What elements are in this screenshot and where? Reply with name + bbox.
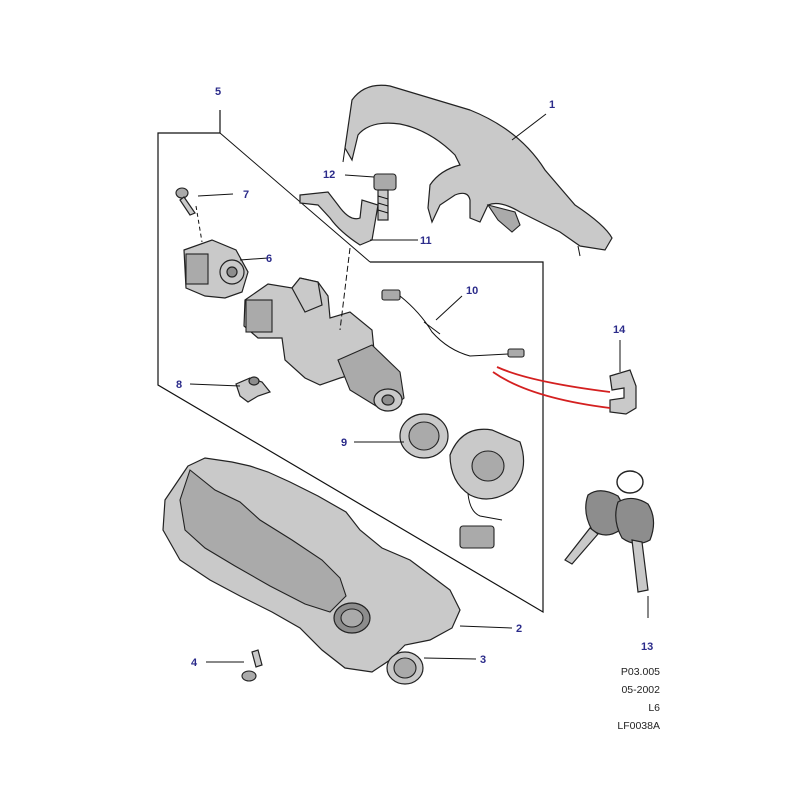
grommet-ring — [386, 651, 424, 685]
bolt — [373, 173, 397, 221]
callout-7: 7 — [243, 189, 249, 201]
frame-diagonal — [219, 132, 371, 263]
callout-5: 5 — [215, 86, 221, 98]
callout-13: 13 — [641, 641, 653, 653]
reference-figure-id: LF0038A — [617, 720, 660, 732]
lower-screw — [241, 649, 263, 682]
callout-6: 6 — [266, 253, 272, 265]
callout-2: 2 — [516, 623, 522, 635]
callout-10: 10 — [466, 285, 478, 297]
keys — [564, 470, 655, 593]
callout-14: 14 — [613, 324, 626, 336]
callout-1: 1 — [549, 99, 555, 111]
callout-11: 11 — [420, 235, 432, 247]
callout-12: 12 — [323, 169, 335, 181]
callout-4: 4 — [191, 657, 198, 669]
callout-3: 3 — [480, 654, 486, 666]
clip — [235, 376, 272, 403]
ring — [399, 413, 449, 459]
transponder-coil — [449, 428, 525, 549]
leader-lines — [189, 113, 649, 663]
screw — [175, 187, 196, 216]
reference-model: L6 — [648, 702, 660, 714]
upper-shroud — [342, 84, 613, 257]
highlight-lines — [492, 366, 611, 409]
ignition-switch — [183, 239, 249, 299]
callout-9: 9 — [341, 437, 347, 449]
lower-shroud — [162, 457, 461, 673]
reference-date: 05-2002 — [621, 684, 660, 696]
reference-code: P03.005 — [620, 666, 660, 678]
clamp — [299, 191, 379, 246]
callout-8: 8 — [176, 379, 182, 391]
bracket — [609, 369, 637, 415]
lock-housing — [243, 277, 405, 412]
sensor-cable — [381, 289, 525, 358]
